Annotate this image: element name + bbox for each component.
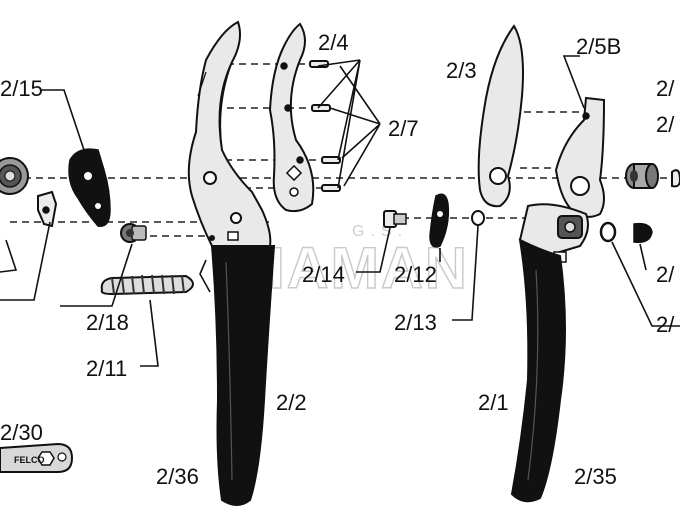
pivot-bolt: [383, 210, 407, 228]
washer: [471, 210, 485, 226]
blade-screws: [309, 60, 341, 192]
part-labels: 2/15 2/4 2/7 2/3 2/5B 2/ 2/ 2/18 2/11 2/…: [0, 30, 675, 489]
label-2-5b: 2/5B: [576, 34, 621, 59]
wrench-tool: FELCO: [0, 442, 74, 473]
lever-plate-hole: [84, 172, 92, 180]
anvil-blade: [477, 24, 524, 208]
label-2-7: 2/7: [388, 116, 419, 141]
adjusting-gear: [0, 157, 29, 195]
label-2-14: 2/14: [302, 262, 345, 287]
latch-hole: [437, 211, 443, 217]
label-2-30: 2/30: [0, 420, 43, 445]
label-2-edge-mid: 2/: [656, 112, 675, 137]
label-2-35: 2/35: [574, 464, 617, 489]
upper-handle-grip: [210, 245, 276, 506]
bolt-part: [120, 223, 147, 243]
lever-plate-hole-2: [95, 203, 101, 209]
right-ring: [599, 221, 617, 243]
label-2-1: 2/1: [478, 390, 509, 415]
right-nut: [625, 163, 659, 189]
label-2-11: 2/11: [86, 356, 127, 381]
cutting-blade: [268, 22, 315, 213]
lower-grip-highlight: [527, 269, 539, 481]
label-2-3: 2/3: [446, 58, 477, 83]
label-2-4: 2/4: [318, 30, 349, 55]
label-2-18: 2/18: [86, 310, 129, 335]
spring-part: [100, 274, 194, 296]
bracket-hole: [42, 206, 50, 214]
label-2-edge-low: 2/: [656, 262, 675, 287]
label-2-edge-top: 2/: [656, 76, 675, 101]
leader-lines: [0, 55, 680, 367]
label-2-36: 2/36: [156, 464, 199, 489]
right-cap: [633, 222, 653, 244]
wrench-engraving: FELCO: [14, 455, 45, 465]
right-edge-part: [671, 169, 680, 188]
locking-lever-plate: [68, 148, 111, 227]
label-2-edge-bottom: 2/: [656, 312, 675, 337]
watermark-small: G.S.: [352, 223, 408, 240]
label-2-13: 2/13: [394, 310, 437, 335]
upper-blade-handle: [187, 20, 272, 247]
blade-holder-plate: [554, 96, 606, 218]
latch-piece: [429, 193, 450, 248]
grip-highlight: [225, 261, 233, 481]
lower-handle-grip: [510, 238, 566, 503]
label-2-15: 2/15: [0, 76, 43, 101]
label-2-2: 2/2: [276, 390, 307, 415]
label-2-12: 2/12: [394, 262, 437, 287]
